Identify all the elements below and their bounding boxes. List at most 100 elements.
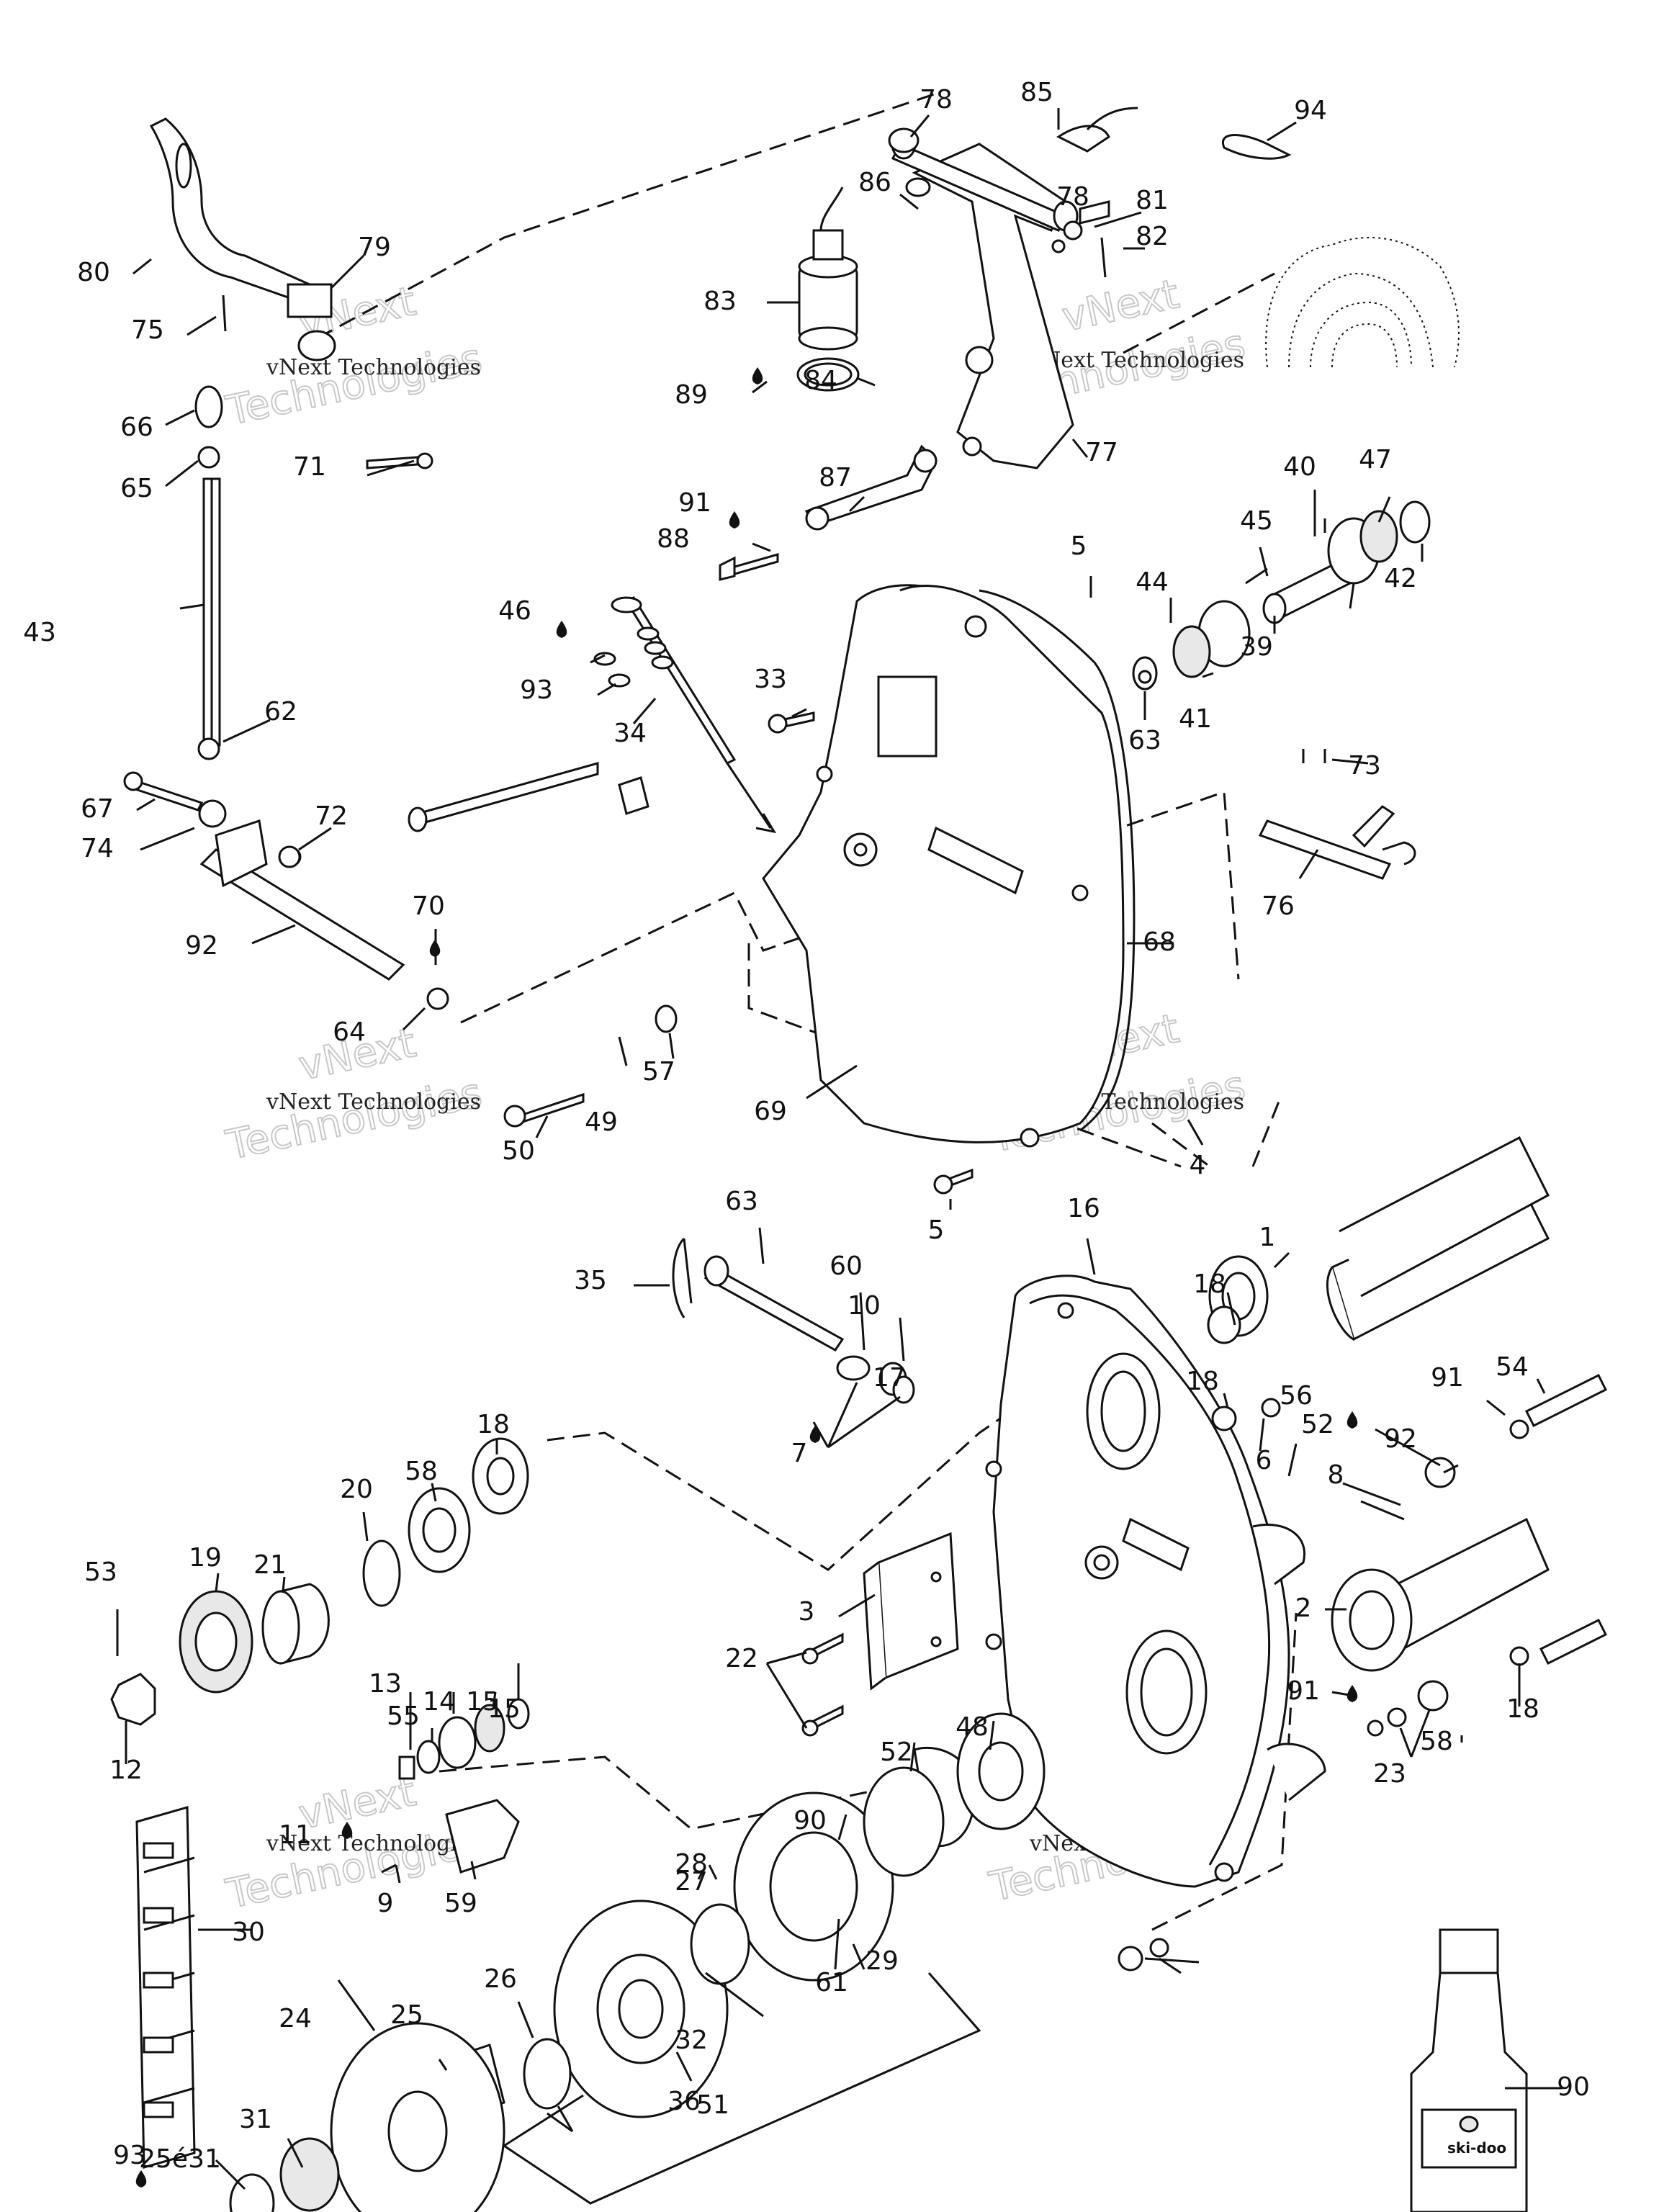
callout-39: 39 <box>1240 632 1273 662</box>
callout-25é31: 25é31 <box>139 2144 221 2174</box>
callout-63: 63 <box>725 1187 758 1216</box>
callout-73: 73 <box>1348 751 1381 781</box>
callout-7: 7 <box>791 1439 808 1468</box>
callout-46: 46 <box>498 596 531 626</box>
chaincase-cover <box>762 584 1136 1148</box>
callout-15: 15 <box>487 1694 521 1724</box>
callout-81: 81 <box>1136 186 1169 215</box>
bottle-93: ski-doo <box>1410 1928 1528 2212</box>
callout-18: 18 <box>1506 1694 1539 1724</box>
callout-58: 58 <box>1420 1727 1453 1756</box>
watermark-brand-2: vNext Technologies <box>1029 348 1244 373</box>
callout-18: 18 <box>1193 1269 1226 1299</box>
callout-92: 92 <box>1384 1424 1417 1454</box>
callout-61: 61 <box>815 1968 848 1997</box>
callout-62: 62 <box>264 697 297 727</box>
watermark-brand-5: vNext Technologies <box>266 1831 481 1856</box>
callout-51: 51 <box>696 2090 729 2120</box>
shift-lever <box>149 117 336 361</box>
callout-30: 30 <box>232 1917 265 1947</box>
callout-90: 90 <box>1557 2072 1590 2102</box>
callout-93: 93 <box>113 2141 146 2170</box>
callout-49: 49 <box>585 1107 618 1137</box>
callout-86: 86 <box>858 168 891 197</box>
callout-43: 43 <box>23 618 56 647</box>
callout-20: 20 <box>340 1475 373 1504</box>
callout-3: 3 <box>799 1597 815 1627</box>
callout-68: 68 <box>1143 927 1176 957</box>
callout-83: 83 <box>703 287 737 316</box>
callout-33: 33 <box>754 665 787 694</box>
watermark-brand-1: vNext Technologies <box>266 355 481 380</box>
callout-13: 13 <box>369 1669 402 1699</box>
callout-58: 58 <box>405 1457 438 1486</box>
callout-88: 88 <box>657 524 690 554</box>
engine-outline <box>1265 237 1460 368</box>
callout-50: 50 <box>502 1136 535 1166</box>
shaft-68 <box>198 799 405 981</box>
callout-42: 42 <box>1384 564 1417 593</box>
fasteners <box>123 107 1608 1972</box>
callout-54: 54 <box>1496 1352 1529 1382</box>
callout-2: 2 <box>1295 1593 1312 1623</box>
callout-44: 44 <box>1136 567 1169 597</box>
callout-25: 25 <box>390 2000 423 2030</box>
callout-26: 26 <box>484 1964 517 1994</box>
callout-5: 5 <box>1071 531 1087 561</box>
callout-64: 64 <box>333 1017 366 1047</box>
callout-53: 53 <box>84 1557 117 1587</box>
callout-70: 70 <box>412 891 445 921</box>
callout-8: 8 <box>1328 1460 1344 1490</box>
callout-91: 91 <box>1287 1676 1320 1706</box>
callout-78: 78 <box>1056 182 1089 212</box>
shaft-70 <box>1258 749 1416 880</box>
callout-4: 4 <box>1190 1151 1206 1180</box>
callout-52: 52 <box>880 1737 913 1767</box>
chaincase-housing <box>985 1274 1326 1888</box>
callout-55: 55 <box>387 1701 420 1731</box>
callout-67: 67 <box>81 794 114 824</box>
callout-5: 5 <box>928 1215 945 1245</box>
callout-6: 6 <box>1256 1446 1272 1475</box>
callout-18: 18 <box>1186 1367 1219 1396</box>
callout-52: 52 <box>1301 1410 1334 1439</box>
callout-90: 90 <box>793 1806 827 1835</box>
callout-89: 89 <box>675 380 708 410</box>
callout-40: 40 <box>1283 452 1316 482</box>
callout-36: 36 <box>667 2087 701 2116</box>
callout-82: 82 <box>1136 222 1169 251</box>
callout-47: 47 <box>1359 445 1392 475</box>
callout-84: 84 <box>804 366 837 395</box>
callout-35: 35 <box>574 1266 607 1295</box>
callout-11: 11 <box>279 1820 312 1850</box>
callout-12: 12 <box>109 1755 143 1785</box>
watermark-ghost-2a: vNext <box>1058 271 1183 341</box>
callout-57: 57 <box>642 1057 675 1087</box>
callout-72: 72 <box>315 801 348 831</box>
gear-shaft-39 <box>1132 500 1431 691</box>
chain-59 <box>135 1806 196 2169</box>
solenoid-83 <box>796 186 860 392</box>
callout-75: 75 <box>131 315 164 345</box>
callout-34: 34 <box>613 719 647 748</box>
callout-66: 66 <box>120 413 153 442</box>
callout-28: 28 <box>675 1849 708 1879</box>
callout-74: 74 <box>81 834 114 863</box>
callout-78: 78 <box>920 85 953 114</box>
callout-76: 76 <box>1262 891 1295 921</box>
lever-87 <box>804 444 938 531</box>
leader-lines <box>116 108 1563 2205</box>
watermark-ghost-1b: Technologies <box>222 335 485 435</box>
callout-59: 59 <box>444 1889 477 1918</box>
callout-87: 87 <box>819 463 852 493</box>
dipstick-62 <box>593 596 777 834</box>
callout-71: 71 <box>293 452 326 482</box>
bracket-2 <box>863 1532 959 1691</box>
callout-32: 32 <box>675 2026 708 2055</box>
rod-34 <box>194 385 223 760</box>
callout-1: 1 <box>1259 1223 1276 1252</box>
callout-29: 29 <box>866 1946 899 1976</box>
callout-24: 24 <box>279 2004 312 2033</box>
callout-80: 80 <box>77 258 110 287</box>
